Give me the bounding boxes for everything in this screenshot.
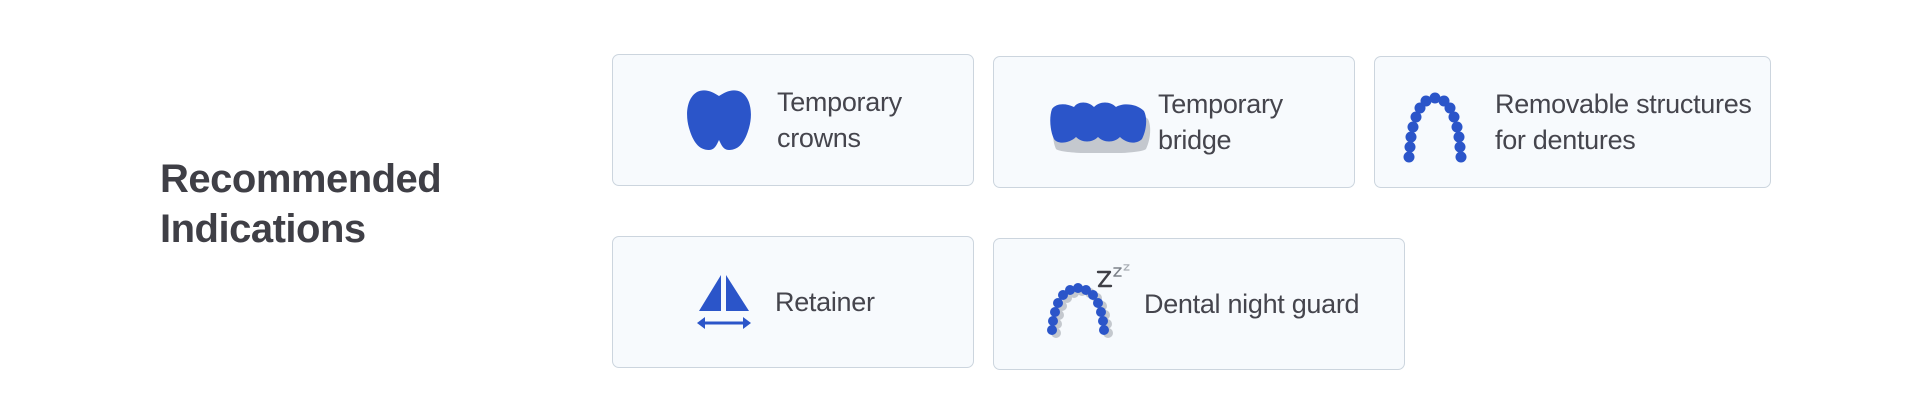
indication-card-retainer: Retainer: [612, 236, 974, 368]
section-heading: Recommended Indications: [160, 154, 520, 254]
card-label: Temporary bridge: [1158, 89, 1283, 155]
dental-bridge-icon: [1048, 91, 1152, 153]
retainer-icon: [693, 271, 755, 333]
card-label: Dental night guard: [1144, 289, 1360, 319]
tooth-crown-icon: [683, 86, 755, 154]
indication-card-dental-night-guard: Dental night guard: [993, 238, 1405, 370]
card-label: Removable structures for dentures: [1495, 89, 1752, 155]
section-heading-line2: Indications: [160, 207, 366, 251]
card-label: Retainer: [775, 287, 875, 317]
dental-arch-icon: [1401, 77, 1469, 167]
indication-card-temporary-crowns: Temporary crowns: [612, 54, 974, 186]
night-guard-icon: [1044, 264, 1136, 344]
indication-card-temporary-bridge: Temporary bridge: [993, 56, 1355, 188]
section-heading-line1: Recommended: [160, 157, 442, 201]
card-label: Temporary crowns: [777, 87, 902, 153]
indication-card-removable-structures: Removable structures for dentures: [1374, 56, 1771, 188]
